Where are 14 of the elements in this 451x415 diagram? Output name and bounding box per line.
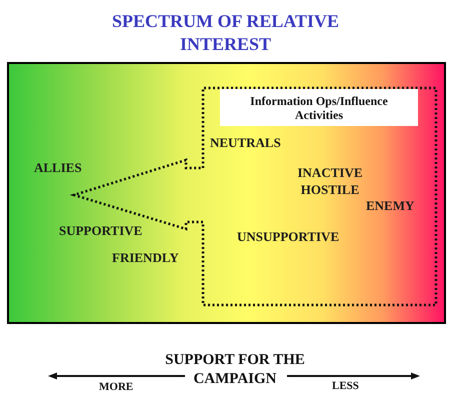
activity-caption: Information Ops/Influence Activities bbox=[249, 94, 389, 122]
category-label: SUPPORTIVE bbox=[59, 223, 142, 238]
spectrum-gradient-band bbox=[7, 62, 446, 324]
axis-end-label: LESS bbox=[332, 380, 359, 393]
activity-card bbox=[220, 89, 418, 126]
category-label: UNSUPPORTIVE bbox=[237, 229, 340, 244]
axis-end-label: MORE bbox=[99, 381, 134, 394]
axis-title: SUPPORT FOR THE CAMPAIGN bbox=[164, 351, 306, 389]
category-label: NEUTRALS bbox=[210, 135, 281, 150]
category-label: ALLIES bbox=[34, 160, 82, 175]
category-label: FRIENDLY bbox=[112, 250, 179, 265]
category-label: ENEMY bbox=[366, 198, 414, 213]
diagram-title: SPECTRUM OF RELATIVE INTEREST bbox=[110, 10, 340, 56]
category-label: INACTIVE HOSTILE bbox=[296, 164, 364, 198]
